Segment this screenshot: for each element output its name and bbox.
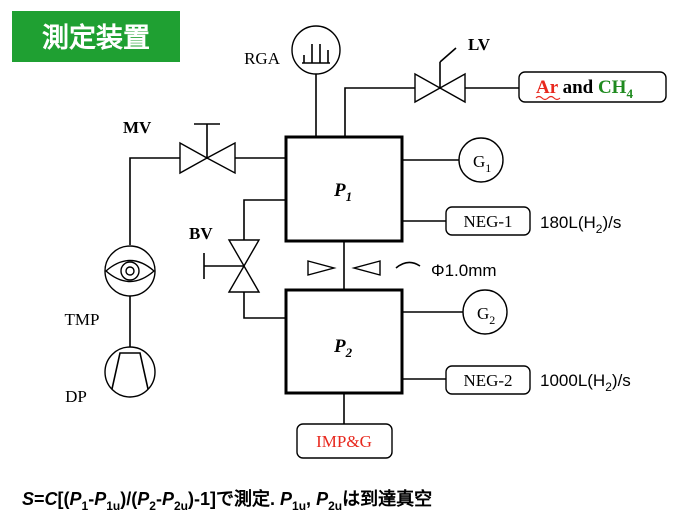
gas-inlet-pipe xyxy=(344,87,519,137)
bv-label: BV xyxy=(189,224,213,243)
imp-box xyxy=(296,423,393,459)
lv-label: LV xyxy=(468,35,491,54)
chamber-p2-label: P2 xyxy=(333,336,353,360)
neg1-speed: 180L(H2)/s xyxy=(540,213,621,236)
orifice-pointer xyxy=(395,261,421,269)
chamber-p1 xyxy=(284,135,404,243)
title-banner xyxy=(12,11,180,62)
tmp-label: TMP xyxy=(65,310,100,329)
neg2-label: NEG-2 xyxy=(463,371,512,390)
chamber-p2 xyxy=(284,288,404,395)
neg1-box xyxy=(445,206,531,236)
neg2-box xyxy=(445,365,531,395)
neg1-label: NEG-1 xyxy=(463,212,512,231)
rga-label: RGA xyxy=(244,49,281,68)
imp-label: IMP&G xyxy=(316,432,372,451)
rga-peaks-icon xyxy=(302,44,330,64)
dp-label: DP xyxy=(65,387,87,406)
chamber-p1-label: P1 xyxy=(333,180,352,204)
formula-text: S=C[(P1-P1u)/(P2-P2u)-1]で測定. P1u, P2uは到達… xyxy=(22,488,432,513)
neg2-speed: 1000L(H2)/s xyxy=(540,371,631,394)
g2-gauge-icon xyxy=(462,289,508,335)
orifice-left-icon xyxy=(307,260,337,276)
mv-label: MV xyxy=(123,118,152,137)
rga-icon xyxy=(291,25,341,75)
g1-gauge-icon xyxy=(458,137,504,183)
bv-bypass-pipe xyxy=(243,199,286,319)
gas-source-box xyxy=(518,71,667,103)
orifice-right-icon xyxy=(351,260,381,276)
mv-valve-icon xyxy=(179,123,236,175)
mv-pipe xyxy=(129,157,286,245)
title-text: 測定装置 xyxy=(42,22,150,53)
orifice-label: Φ1.0mm xyxy=(431,261,497,280)
bv-valve-icon xyxy=(203,239,261,293)
g1-label: G1 xyxy=(473,152,491,175)
g2-label: G2 xyxy=(477,304,495,327)
spellcheck-underline xyxy=(535,95,561,101)
gas-source-label: Ar and CH4 xyxy=(536,77,633,101)
lv-valve-icon xyxy=(414,47,466,104)
tmp-hub-icon xyxy=(125,266,135,276)
dp-triangle-icon xyxy=(111,352,149,390)
dp-pump-icon xyxy=(104,346,156,398)
